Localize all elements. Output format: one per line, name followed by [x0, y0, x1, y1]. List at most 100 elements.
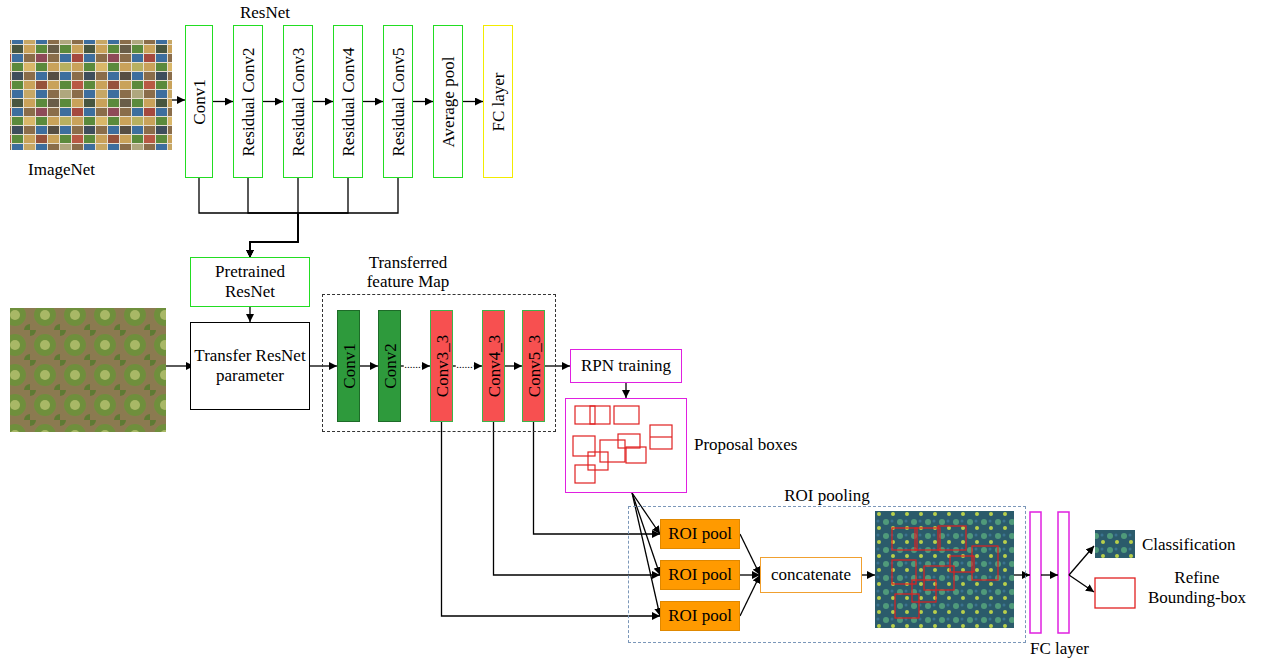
fc-bar — [1058, 512, 1069, 633]
class-icon — [1095, 530, 1135, 558]
proposal-rect — [600, 440, 625, 462]
fc-bar — [1030, 512, 1041, 633]
box-label: Residual Conv4 — [340, 47, 357, 156]
layer-box: FC layer — [483, 25, 513, 178]
feature-map-image — [875, 511, 1014, 628]
arrow-connector — [534, 422, 661, 534]
aerial-photo — [10, 308, 166, 432]
arrow-connector — [463, 101, 483, 102]
feature-box: Conv3_3 — [430, 310, 453, 422]
arrow-connector — [625, 383, 626, 398]
section-title: ResNet — [235, 3, 295, 23]
roi-box: ROI pool — [660, 560, 740, 590]
box-label: Transfer ResNet parameter — [191, 344, 309, 387]
arrow-connector — [250, 178, 348, 258]
arrow-connector — [413, 101, 433, 102]
arrow-connector — [363, 101, 383, 102]
aerial-photo — [10, 308, 166, 432]
output-label: Refine Bounding-box — [1142, 568, 1252, 607]
layer-box: Residual Conv3 — [283, 25, 313, 178]
proposal-rectangles — [573, 406, 672, 483]
layer-box: Residual Conv4 — [333, 25, 363, 178]
arrow-connector — [313, 101, 333, 102]
image-caption: ImageNet — [28, 160, 95, 180]
process-box: Pretrained ResNet — [190, 257, 310, 306]
feature-box: Conv2 — [378, 310, 401, 422]
box-label: Conv5_3 — [525, 335, 542, 397]
roi-rect — [915, 528, 940, 550]
arrow-connector — [249, 307, 250, 323]
feature-box: Conv1 — [337, 310, 360, 422]
proposal-rect — [618, 434, 640, 448]
arrow-connector — [545, 365, 570, 366]
flow-arrow — [1041, 574, 1058, 575]
imagenet-picture — [10, 40, 172, 150]
feature-box: Conv5_3 — [522, 310, 545, 422]
proposal-rect — [588, 452, 608, 470]
box-label: Residual Conv3 — [290, 47, 307, 156]
bbox-icon — [1095, 578, 1135, 608]
box-label: Conv3_3 — [433, 335, 450, 397]
output-label: Classification — [1142, 535, 1235, 555]
proposal-rect — [575, 465, 595, 483]
imagenet-picture — [10, 40, 172, 150]
proposal-rect — [626, 447, 646, 463]
group-frame: ROI poolingROI poolROI poolROI poolconca… — [628, 506, 1026, 643]
flow-arrow — [862, 574, 875, 575]
class-icon — [1095, 530, 1135, 558]
proposal-frame: Proposal boxes — [565, 398, 687, 493]
input-arrow — [172, 99, 185, 100]
box-label: ROI pool — [665, 522, 735, 546]
box-label: Conv1 — [340, 343, 357, 388]
imagenet-picture — [10, 40, 172, 150]
process-box: RPN training — [570, 349, 682, 383]
arrow-connector — [310, 365, 337, 366]
arrow-connector — [360, 365, 378, 366]
box-label: RPN training — [578, 354, 674, 378]
arrow-connector — [199, 178, 298, 258]
box-label: ROI pool — [665, 604, 735, 628]
ellipsis-label: ...... — [455, 359, 474, 370]
box-label: Conv2 — [381, 343, 398, 388]
arrow-connector — [250, 178, 298, 258]
arrow-connector — [632, 493, 660, 616]
arrow-connector — [505, 365, 522, 366]
box-label: Pretrained ResNet — [191, 260, 309, 303]
proposal-rect — [573, 436, 595, 456]
roi-box: ROI pool — [660, 519, 740, 549]
process-box: Transfer ResNet parameter — [190, 322, 310, 410]
flow-arrow — [1069, 546, 1094, 575]
roi-rect — [950, 556, 974, 572]
proposal-rect — [650, 425, 672, 449]
box-label: Residual Conv2 — [240, 47, 257, 156]
proposal-rect — [614, 406, 639, 424]
box-label: FC layer — [490, 72, 507, 131]
proposal-rect — [650, 436, 672, 437]
arrow-connector — [740, 574, 760, 575]
group-heading: Proposal boxes — [694, 435, 797, 455]
box-label: Conv1 — [191, 79, 208, 124]
roi-rect — [938, 526, 966, 550]
arrow-connector — [494, 422, 661, 575]
group-heading: Transferred feature Map — [353, 253, 463, 292]
roi-rectangles — [892, 526, 998, 618]
process-box: concatenate — [760, 557, 862, 593]
roi-rect — [892, 528, 917, 550]
box-label: concatenate — [768, 563, 854, 587]
arrow-connector — [250, 178, 398, 258]
roi-rect — [912, 580, 936, 602]
layer-box: Average pool — [433, 25, 463, 178]
arrow-connector — [740, 534, 760, 575]
proposal-rect — [575, 406, 595, 424]
box-label: Average pool — [440, 56, 457, 147]
feature-box: Conv4_3 — [482, 310, 505, 422]
box-label: Residual Conv5 — [390, 47, 407, 156]
arrow-connector — [740, 575, 760, 616]
group-heading: ROI pooling — [629, 486, 1025, 506]
layer-box: Conv1 — [185, 25, 213, 178]
flow-arrow — [1014, 574, 1030, 575]
arrow-connector — [263, 101, 283, 102]
layer-box: Residual Conv2 — [233, 25, 263, 178]
roi-box: ROI pool — [660, 601, 740, 631]
